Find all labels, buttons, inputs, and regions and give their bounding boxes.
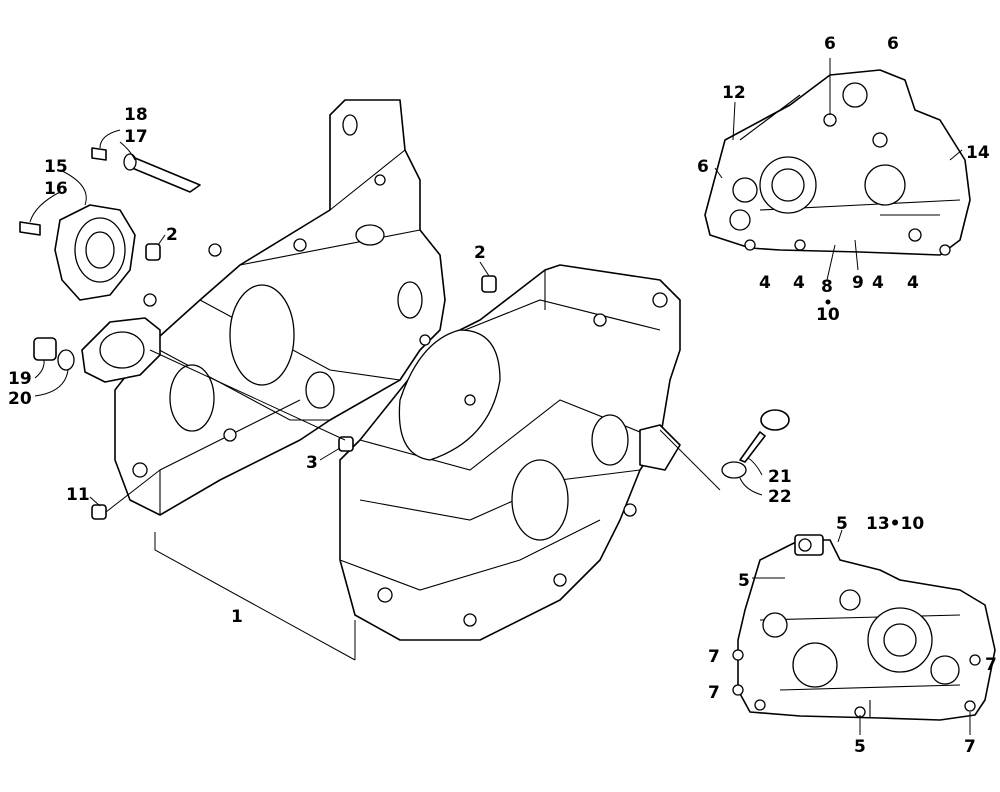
dowel-pin-3	[338, 436, 354, 452]
callout-21: 21	[768, 467, 792, 487]
callout-10: 10	[816, 305, 840, 325]
callout-15: 15	[44, 157, 68, 177]
dowel-pin-2a	[145, 243, 161, 261]
dowel-pin-2b	[481, 275, 497, 293]
callout-labels: 1 2 2 3 11 15 16 18 17 19 20 21 22 6 6 6…	[8, 34, 997, 757]
callout-14: 14	[966, 143, 990, 163]
inset-case-bottom	[732, 534, 996, 721]
callout-7-right: 7	[985, 655, 997, 675]
drain-plug	[33, 337, 75, 371]
callout-2-left: 2	[166, 225, 178, 245]
callout-5-left: 5	[738, 571, 750, 591]
callout-22: 22	[768, 487, 792, 507]
callout-16: 16	[44, 179, 68, 199]
callout-11: 11	[66, 485, 90, 505]
callout-4-d: 4	[907, 273, 919, 293]
callout-19: 19	[8, 369, 32, 389]
callout-13-10: 13•10	[866, 514, 924, 534]
plug-11	[91, 504, 107, 520]
oil-seal-plate	[81, 317, 161, 383]
callout-6-left: 6	[697, 157, 709, 177]
left-crankcase-half	[114, 99, 446, 516]
callout-9: 9	[852, 273, 864, 293]
right-crankcase-half	[339, 264, 681, 641]
leader-lines	[29, 58, 971, 735]
callout-5-top: 5	[836, 514, 848, 534]
callout-7-left-b: 7	[708, 683, 720, 703]
callout-1: 1	[231, 607, 243, 627]
callout-6-top-right: 6	[887, 34, 899, 54]
callout-3: 3	[306, 453, 318, 473]
callout-7-left-a: 7	[708, 647, 720, 667]
callout-17: 17	[124, 127, 148, 147]
callout-4-c: 4	[872, 273, 884, 293]
callout-6-top-left: 6	[824, 34, 836, 54]
callout-2-right: 2	[474, 243, 486, 263]
callout-8-10-dot	[825, 299, 831, 305]
bearing-retainer	[19, 204, 136, 301]
inset-case-top	[704, 69, 971, 256]
dipstick	[721, 409, 790, 479]
callout-12: 12	[722, 83, 746, 103]
callout-8: 8	[821, 277, 833, 297]
callout-5-bottom: 5	[854, 737, 866, 757]
callout-18: 18	[124, 105, 148, 125]
callout-20: 20	[8, 389, 32, 409]
callout-4-b: 4	[793, 273, 805, 293]
dowel-pin-long	[91, 147, 201, 193]
callout-4-a: 4	[759, 273, 771, 293]
callout-7-bottom: 7	[964, 737, 976, 757]
